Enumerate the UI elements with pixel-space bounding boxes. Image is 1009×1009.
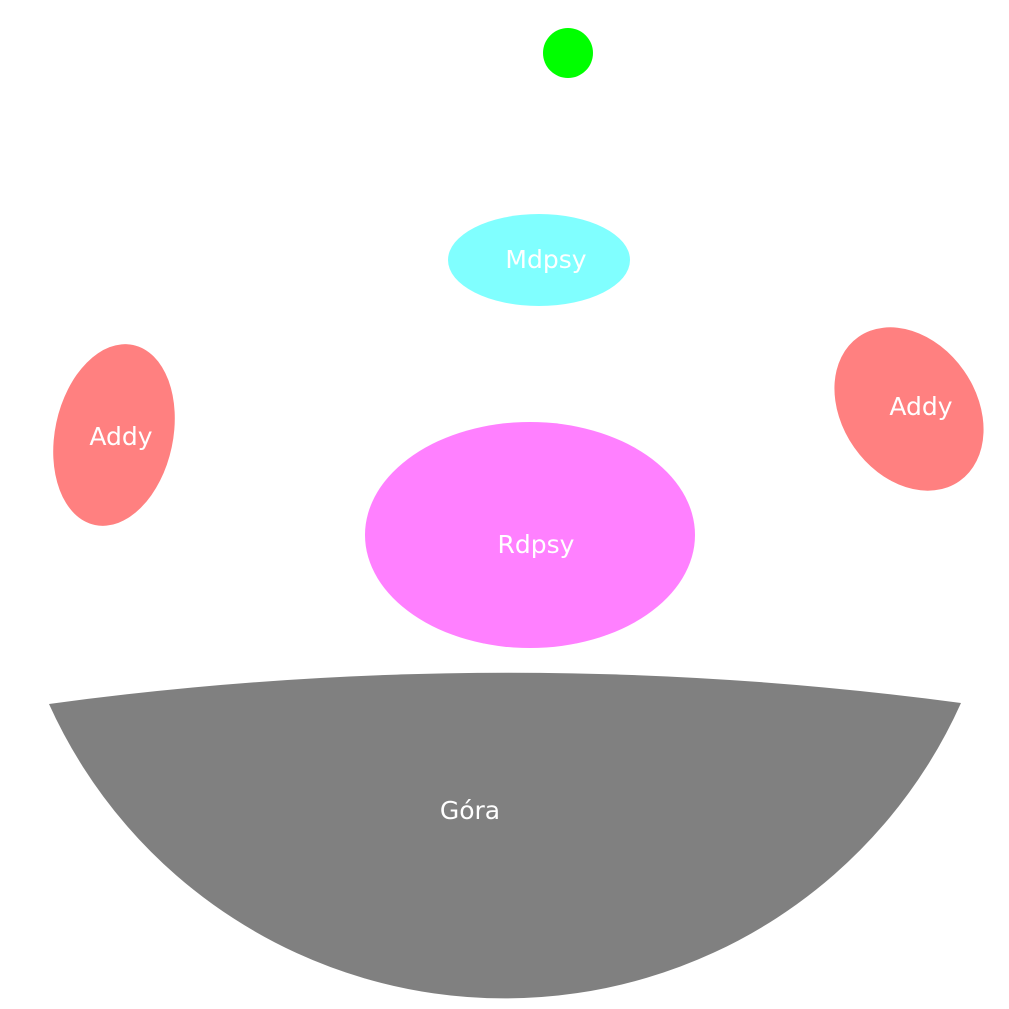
rdpsy-node: Rdpsy: [365, 422, 695, 648]
gora-node: Góra: [49, 672, 961, 999]
gora-label: Góra: [440, 796, 500, 825]
addy-right-shape: [834, 327, 984, 491]
addy-left-shape: [53, 344, 175, 526]
rdpsy-shape: [365, 422, 695, 648]
mdpsy-shape: [448, 214, 630, 306]
rdpsy-label: Rdpsy: [498, 530, 575, 559]
green-dot-node: [543, 28, 593, 78]
mdpsy-node: Mdpsy: [448, 214, 630, 306]
addy-left-label: Addy: [89, 422, 152, 451]
addy-right-label: Addy: [889, 392, 952, 421]
addy-right-node: Addy: [834, 327, 984, 491]
gora-shape: [49, 672, 961, 999]
mdpsy-label: Mdpsy: [505, 245, 586, 274]
addy-left-node: Addy: [53, 344, 175, 526]
